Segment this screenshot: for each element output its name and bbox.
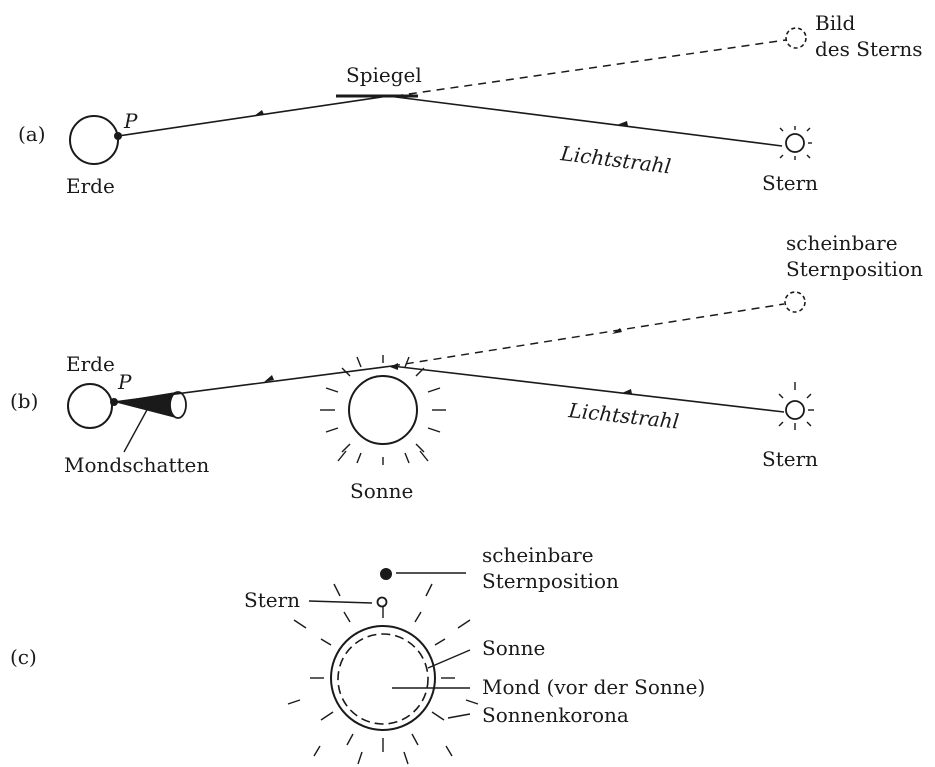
corona-label: Sonnenkorona (482, 703, 629, 727)
ray-arrow-b-1 (622, 389, 632, 394)
moon-b (169, 391, 187, 419)
ray-arrow-a-1 (618, 121, 628, 126)
real-star-c-leader (308, 600, 373, 604)
earth-a (69, 115, 119, 165)
panel-b: (b) Erde P Mondschatten (10, 231, 923, 503)
apparent-label-b-1: scheinbare (786, 231, 898, 255)
real-star-c-label: Stern (244, 588, 300, 612)
moon-c (337, 633, 429, 725)
moon-shadow-label: Mondschatten (64, 453, 209, 477)
star-b-label: Stern (762, 447, 818, 471)
light-ray-a-label: Lichtstrahl (558, 141, 672, 178)
star-b (778, 382, 814, 430)
apparent-star-c (380, 568, 392, 580)
panel-b-label: (b) (10, 389, 38, 413)
sun-c (287, 583, 479, 765)
panel-a-label: (a) (18, 122, 46, 146)
apparent-ray-b (391, 303, 785, 367)
star-image-label-1: Bild (815, 11, 855, 35)
star-image-label-2: des Sterns (815, 37, 923, 61)
moon-c-label: Mond (vor der Sonne) (482, 675, 705, 699)
moon-shadow-leader (123, 407, 149, 453)
star-image-a (785, 27, 807, 49)
panel-a: (a) P Erde Spiegel Lichtstrahl Bild des … (18, 11, 923, 198)
apparent-star-b (784, 291, 806, 313)
panel-c-label: (c) (10, 645, 37, 669)
real-star-c (376, 596, 388, 608)
apparent-label-c-2: Sternposition (482, 569, 619, 593)
point-p-a-label: P (123, 109, 138, 133)
sun-b (320, 355, 446, 465)
corona-rays (287, 583, 479, 765)
corona-leader (447, 713, 471, 719)
apparent-label-b-2: Sternposition (786, 257, 923, 281)
light-ray-a (117, 95, 783, 147)
apparent-label-c-1: scheinbare (482, 543, 594, 567)
moon-shadow-cone (114, 392, 176, 418)
virtual-ray-a (394, 39, 787, 97)
earth-a-label: Erde (66, 174, 115, 198)
ray-arrow-a-2 (254, 110, 264, 116)
sun-c-label: Sonne (482, 636, 545, 660)
light-ray-b (113, 365, 785, 413)
star-a-label: Stern (762, 171, 818, 195)
ray-arrow-b-3 (390, 363, 398, 370)
sun-b-label: Sonne (350, 479, 413, 503)
earth-b-label: Erde (66, 352, 115, 376)
mirror-label: Spiegel (346, 63, 422, 87)
panel-c: (c) scheinbare Sternposition Stern (10, 543, 705, 765)
earth-b (67, 383, 113, 429)
star-a (779, 126, 812, 160)
light-ray-b-label: Lichtstrahl (566, 398, 680, 434)
ray-arrow-b-2 (264, 375, 274, 382)
sun-c-leader (427, 649, 471, 669)
ray-arrow-b-4 (612, 328, 622, 334)
point-p-b-label: P (117, 370, 132, 394)
